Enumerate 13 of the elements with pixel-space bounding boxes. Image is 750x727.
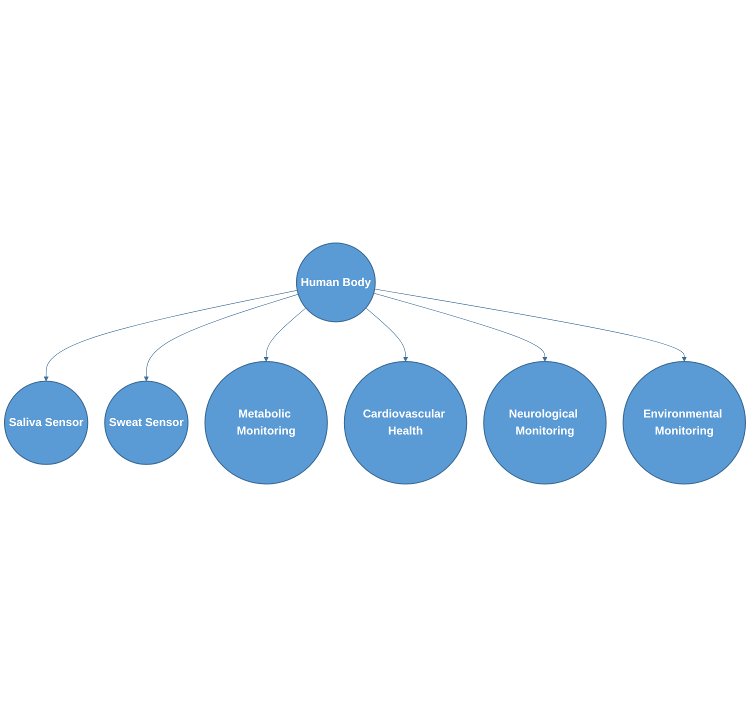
arrow [366,308,408,362]
arrow [144,294,299,382]
node-circle: Environmental Monitoring [622,361,746,484]
arrow [374,288,687,362]
node-circle: Cardiovascular Health [344,361,468,484]
node-circle: Metabolic Monitoring [204,361,328,484]
node-circle: Human Body [296,242,376,322]
node-circle: Neurological Monitoring [483,361,607,484]
node-circle: Saliva Sensor [4,380,88,465]
node-circle: Sweat Sensor [104,380,188,465]
arrow [373,292,548,362]
arrow [264,308,306,362]
arrow [44,290,298,382]
